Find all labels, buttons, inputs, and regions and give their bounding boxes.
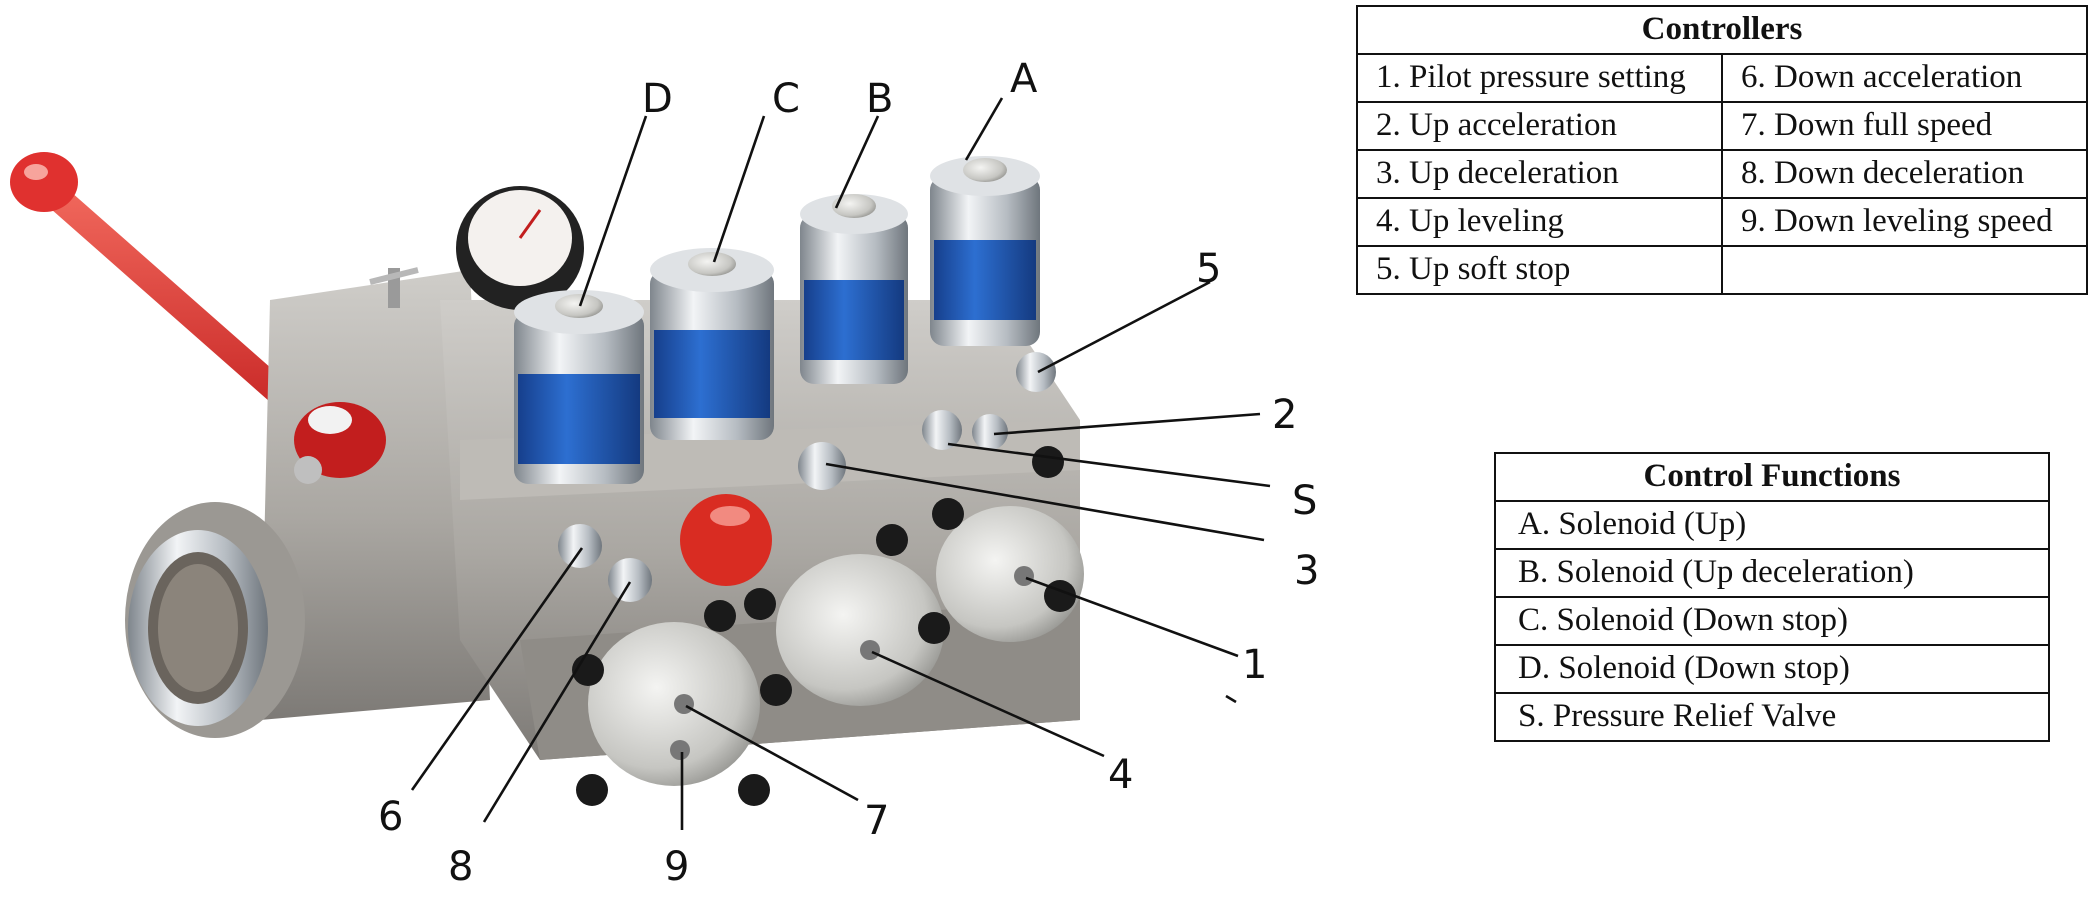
solenoid-coil-b — [800, 194, 908, 384]
callout-6: 6 — [378, 794, 403, 840]
callout-1: 1 — [1242, 642, 1267, 688]
controller-empty-cell — [1721, 244, 2088, 295]
table-row: C. Solenoid (Down stop) — [1494, 595, 2050, 646]
table-row: 3. Up deceleration 8. Down deceleration — [1356, 148, 2088, 199]
table-row: S. Pressure Relief Valve — [1494, 691, 2050, 742]
table-row: 4. Up leveling 9. Down leveling speed — [1356, 196, 2088, 247]
function-s: S. Pressure Relief Valve — [1494, 691, 2050, 742]
function-c: C. Solenoid (Down stop) — [1494, 595, 2050, 646]
callout-8: 8 — [448, 844, 473, 890]
callout-b: B — [866, 76, 893, 122]
table-row: 1. Pilot pressure setting 6. Down accele… — [1356, 52, 2088, 103]
callout-9: 9 — [664, 844, 689, 890]
leader-lines — [410, 97, 1271, 830]
controller-5: 5. Up soft stop — [1356, 244, 1723, 295]
controller-2: 2. Up acceleration — [1356, 100, 1723, 151]
function-d: D. Solenoid (Down stop) — [1494, 643, 2050, 694]
solenoid-coil-c — [650, 248, 774, 440]
callout-3: 3 — [1294, 548, 1319, 594]
callout-c: C — [772, 76, 800, 122]
valve-diagram: A B C D S 1 2 3 4 5 6 7 8 9 — [10, 56, 1319, 890]
relief-cap — [680, 494, 772, 586]
inlet-pipe — [125, 270, 490, 738]
controller-3: 3. Up deceleration — [1356, 148, 1723, 199]
controller-9: 9. Down leveling speed — [1721, 196, 2088, 247]
solenoid-coil-d — [514, 290, 644, 484]
table-row: A. Solenoid (Up) — [1494, 499, 2050, 550]
controller-1: 1. Pilot pressure setting — [1356, 52, 1723, 103]
callout-d: D — [642, 76, 673, 122]
table-row: D. Solenoid (Down stop) — [1494, 643, 2050, 694]
controllers-title: Controllers — [1356, 5, 2088, 55]
controller-4: 4. Up leveling — [1356, 196, 1723, 247]
controller-7: 7. Down full speed — [1721, 100, 2088, 151]
adjuster-fittings — [558, 352, 1056, 602]
function-b: B. Solenoid (Up deceleration) — [1494, 547, 2050, 598]
control-functions-table: Control Functions A. Solenoid (Up) B. So… — [1494, 452, 2050, 742]
callout-7: 7 — [864, 798, 889, 844]
handle-clamp — [294, 402, 386, 484]
callout-a: A — [1010, 56, 1038, 102]
controllers-table: Controllers 1. Pilot pressure setting 6.… — [1356, 5, 2088, 295]
table-row: 5. Up soft stop — [1356, 244, 2088, 295]
pressure-gauge — [456, 186, 584, 310]
controller-6: 6. Down acceleration — [1721, 52, 2088, 103]
bleed-screw — [369, 267, 419, 308]
callout-4: 4 — [1108, 752, 1133, 798]
table-row: 2. Up acceleration 7. Down full speed — [1356, 100, 2088, 151]
controller-8: 8. Down deceleration — [1721, 148, 2088, 199]
table-row: B. Solenoid (Up deceleration) — [1494, 547, 2050, 598]
solenoid-coil-a — [930, 156, 1040, 346]
callout-5: 5 — [1196, 246, 1221, 292]
valve-caps — [588, 506, 1084, 786]
callout-2: 2 — [1272, 392, 1297, 438]
callout-s: S — [1292, 478, 1317, 524]
control-functions-title: Control Functions — [1494, 452, 2050, 502]
function-a: A. Solenoid (Up) — [1494, 499, 2050, 550]
